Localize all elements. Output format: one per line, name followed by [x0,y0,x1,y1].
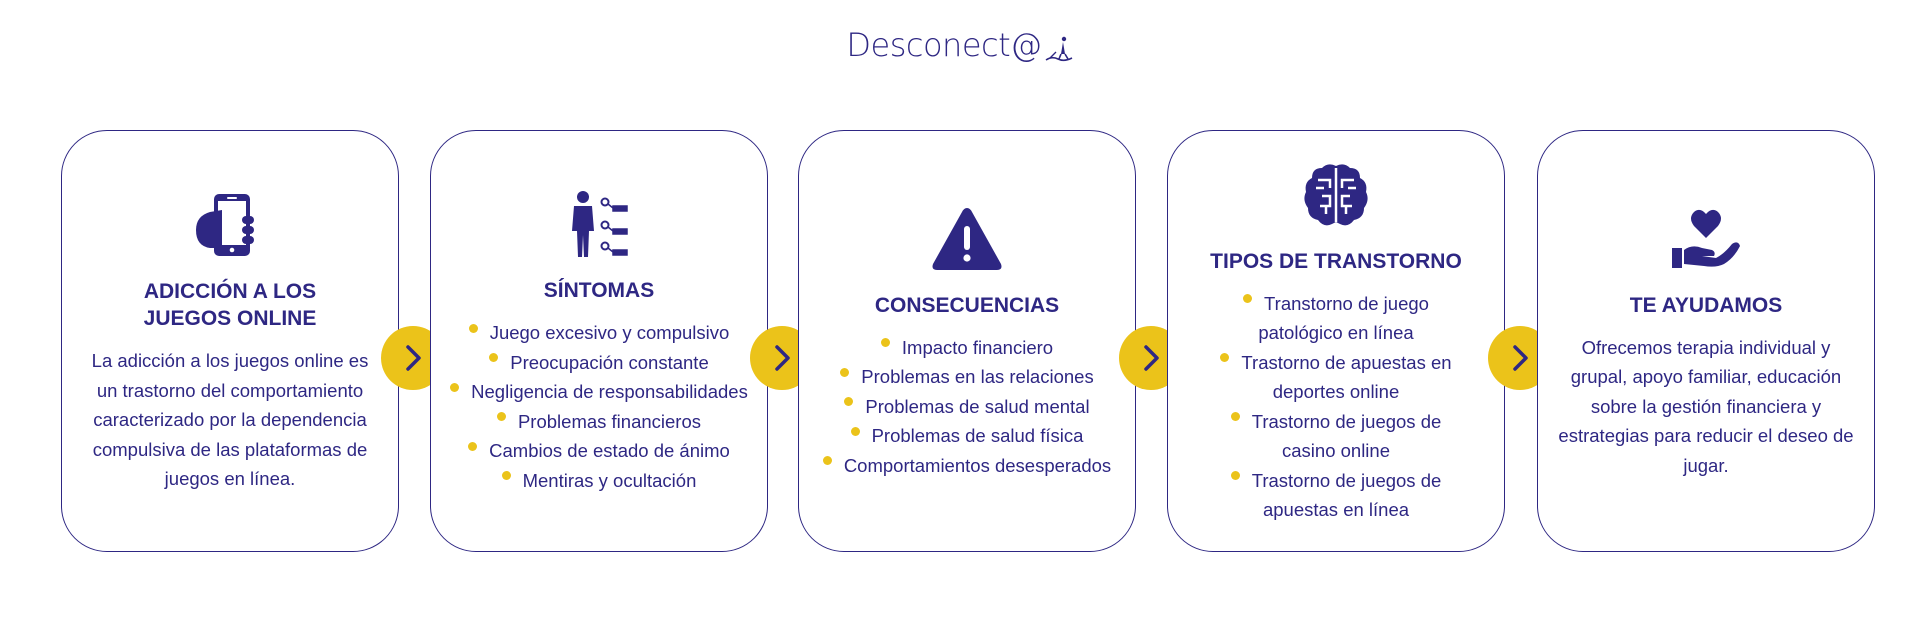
list-item: Preocupación constante [450,348,748,378]
logo-text: Desconect@ [846,26,1042,64]
disorder-types-list: Transtorno de juego patológico en línea … [1211,289,1461,525]
list-item: Problemas en las relaciones [823,362,1111,392]
card-adiccion: ADICCIÓN A LOS JUEGOS ONLINE La adicción… [61,130,399,552]
list-item: Trastorno de juegos de apuestas en línea [1211,466,1461,525]
brain-icon [1298,158,1374,234]
chevron-right-icon [775,345,790,371]
symptoms-list: Juego excesivo y compulsivo Preocupación… [450,318,748,495]
list-item: Cambios de estado de ánimo [450,436,748,466]
card-description: La adicción a los juegos online es un tr… [91,350,369,490]
card-consecuencias: CONSECUENCIAS Impacto financiero Problem… [798,130,1136,552]
list-item: Problemas de salud mental [823,392,1111,422]
smartphone-hand-icon [192,188,268,264]
list-item: Impacto financiero [823,333,1111,363]
list-item: Trastorno de apuestas en deportes online [1211,348,1461,407]
list-item: Problemas financieros [450,407,748,437]
heart-hand-icon [1668,202,1744,278]
list-item: Problemas de salud física [823,421,1111,451]
chevron-right-icon [1144,345,1159,371]
person-symptoms-icon [561,187,637,263]
list-item: Negligencia de responsabilidades [450,377,748,407]
list-item: Comportamientos desesperados [822,451,1111,481]
logo: Desconect@ [0,26,1920,64]
chevron-right-icon [406,345,421,371]
list-item: Transtorno de juego patológico en línea [1211,289,1461,348]
list-item: Mentiras y ocultación [450,466,748,496]
chevron-right-icon [1513,345,1528,371]
card-title: SÍNTOMAS [543,279,655,302]
figure-on-wave-icon [1045,36,1072,62]
card-sintomas: SÍNTOMAS Juego excesivo y compulsivo Pre… [430,130,768,552]
warning-triangle-icon [929,202,1005,278]
card-description: Ofrecemos terapia individual y grupal, a… [1558,336,1854,476]
card-te-ayudamos: TE AYUDAMOS Ofrecemos terapia individual… [1537,130,1875,552]
consequences-list: Impacto financiero Problemas en las rela… [822,333,1111,481]
list-item: Juego excesivo y compulsivo [450,318,748,348]
card-title: CONSECUENCIAS [874,293,1060,317]
card-title: TIPOS DE TRANSTORNO [1210,249,1462,273]
card-title: ADICCIÓN A LOS JUEGOS ONLINE [143,280,317,331]
list-item: Trastorno de juegos de casino online [1211,407,1461,466]
card-title: TE AYUDAMOS [1629,293,1783,317]
card-tipos-transtorno: TIPOS DE TRANSTORNO Transtorno de juego … [1167,130,1505,552]
